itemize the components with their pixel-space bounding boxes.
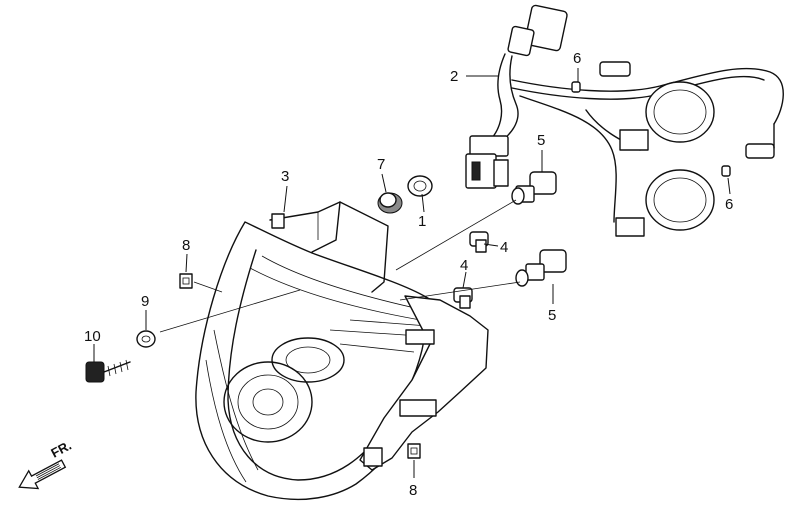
position-light-socket-lower — [453, 287, 473, 309]
callout-2: 2 — [450, 68, 458, 85]
callout-1: 1 — [418, 213, 426, 230]
callout-5-upper: 5 — [537, 132, 545, 149]
callout-4-lower: 4 — [460, 257, 468, 274]
callout-10: 10 — [84, 328, 101, 345]
callout-5-lower: 5 — [548, 307, 556, 324]
position-bulb-upper — [571, 81, 581, 93]
front-direction-indicator: FR. — [18, 438, 74, 490]
callout-8-left: 8 — [182, 237, 190, 254]
callout-3: 3 — [281, 168, 289, 185]
callout-9: 9 — [141, 293, 149, 310]
callout-4-upper: 4 — [500, 239, 508, 256]
callout-8-bottom: 8 — [409, 482, 417, 499]
arrow-icon — [18, 459, 67, 490]
position-light-socket-upper — [469, 231, 489, 253]
headlight-unit — [195, 201, 489, 501]
callout-7: 7 — [377, 156, 385, 173]
headlight-bulb-upper — [511, 171, 557, 205]
bolt-part-10 — [85, 359, 131, 383]
clip-part-8-bottom — [407, 443, 421, 459]
clip-part-8-left — [179, 273, 193, 289]
grommet-part-1 — [407, 175, 433, 197]
grommet-part-7 — [377, 192, 403, 214]
callout-lines — [93, 68, 731, 478]
headlight-bulb-lower — [515, 249, 567, 287]
front-label: FR. — [48, 438, 74, 461]
position-bulb-lower — [721, 165, 731, 177]
callout-6-lower: 6 — [725, 196, 733, 213]
wire-harness — [465, 4, 784, 237]
washer-part-9 — [136, 330, 156, 348]
callout-6-upper: 6 — [573, 50, 581, 67]
callout-labels: 1 2 3 4 4 5 5 6 6 7 8 8 9 10 — [84, 50, 733, 499]
